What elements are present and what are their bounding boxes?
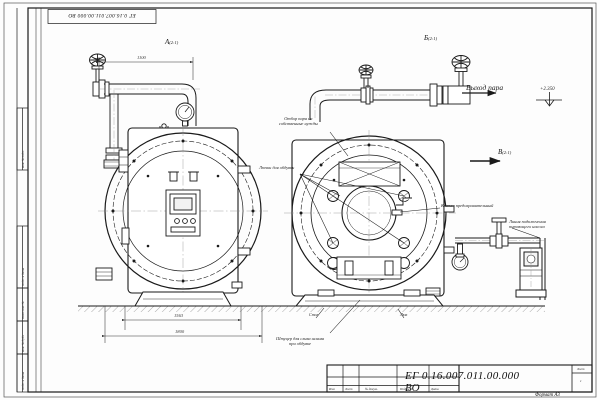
dimension-outer-width: 1800 bbox=[175, 329, 185, 334]
dimension-top-width: 1100 bbox=[137, 55, 146, 60]
title-block-col-sign: Подпись bbox=[400, 386, 412, 391]
annotation-elevation: +2.350 bbox=[540, 87, 555, 92]
side-block-vzam-inv: Взам. инв. № bbox=[21, 301, 25, 319]
title-block-col-date: Дата bbox=[431, 386, 439, 391]
side-block-inv-dubl: Инв. № дубл. bbox=[21, 334, 25, 352]
side-block-podp-data-1: Подп. и дата bbox=[21, 267, 25, 286]
annotation-steam-outlet: Выход пара bbox=[466, 83, 504, 92]
view-marker-a: А(2:1) bbox=[165, 38, 178, 46]
title-block-col-izm: Изм bbox=[329, 386, 335, 391]
view-marker-a-sub: (2:1) bbox=[169, 40, 179, 45]
side-block-inv-podl: Инв. № подл. bbox=[21, 150, 25, 168]
dimension-inner-width: 1563 bbox=[174, 313, 184, 318]
title-block-col-docnum: № докум. bbox=[365, 386, 378, 391]
view-marker-c-letter: В bbox=[498, 148, 503, 156]
annotation-steam-extraction: Отбор пара на собственные нужды bbox=[279, 116, 318, 126]
annotation-sludge-drain: Штуцер для слива шлама при обдувке bbox=[276, 336, 325, 346]
annotation-blowdown-hatches: Лючки для обдувки bbox=[259, 165, 295, 170]
annotation-table: Стол bbox=[309, 312, 319, 317]
title-block-sheet-header: Лист bbox=[577, 366, 585, 371]
view-marker-b-sub: (2:1) bbox=[428, 36, 438, 41]
view-marker-c-sub: (2:1) bbox=[502, 150, 512, 155]
annotation-feed-pump-line: Линия подключения питающего насоса bbox=[509, 219, 546, 229]
view-marker-b-letter: Б bbox=[424, 34, 429, 42]
annotation-hatch: Люк bbox=[400, 312, 408, 317]
title-block-col-list: Лист bbox=[345, 386, 353, 391]
title-block-sheet-number: 1 bbox=[580, 379, 582, 383]
annotation-safety-valve: Клапан предохранительный bbox=[441, 203, 494, 208]
side-block-podp-data-2: Подп. и дата bbox=[21, 371, 25, 390]
view-marker-a-letter: А bbox=[165, 38, 170, 46]
title-block-drawing-code: ЕГ 0.16.007.011.00.000 ВО bbox=[405, 370, 520, 394]
view-marker-c: В(2:1) bbox=[498, 148, 511, 156]
view-marker-b: Б(2:1) bbox=[424, 34, 437, 42]
drawing-code-top: ЕГ 0.16.007.011.00.000 ВО bbox=[68, 12, 136, 18]
title-block-format: Формат А3 bbox=[535, 393, 560, 398]
